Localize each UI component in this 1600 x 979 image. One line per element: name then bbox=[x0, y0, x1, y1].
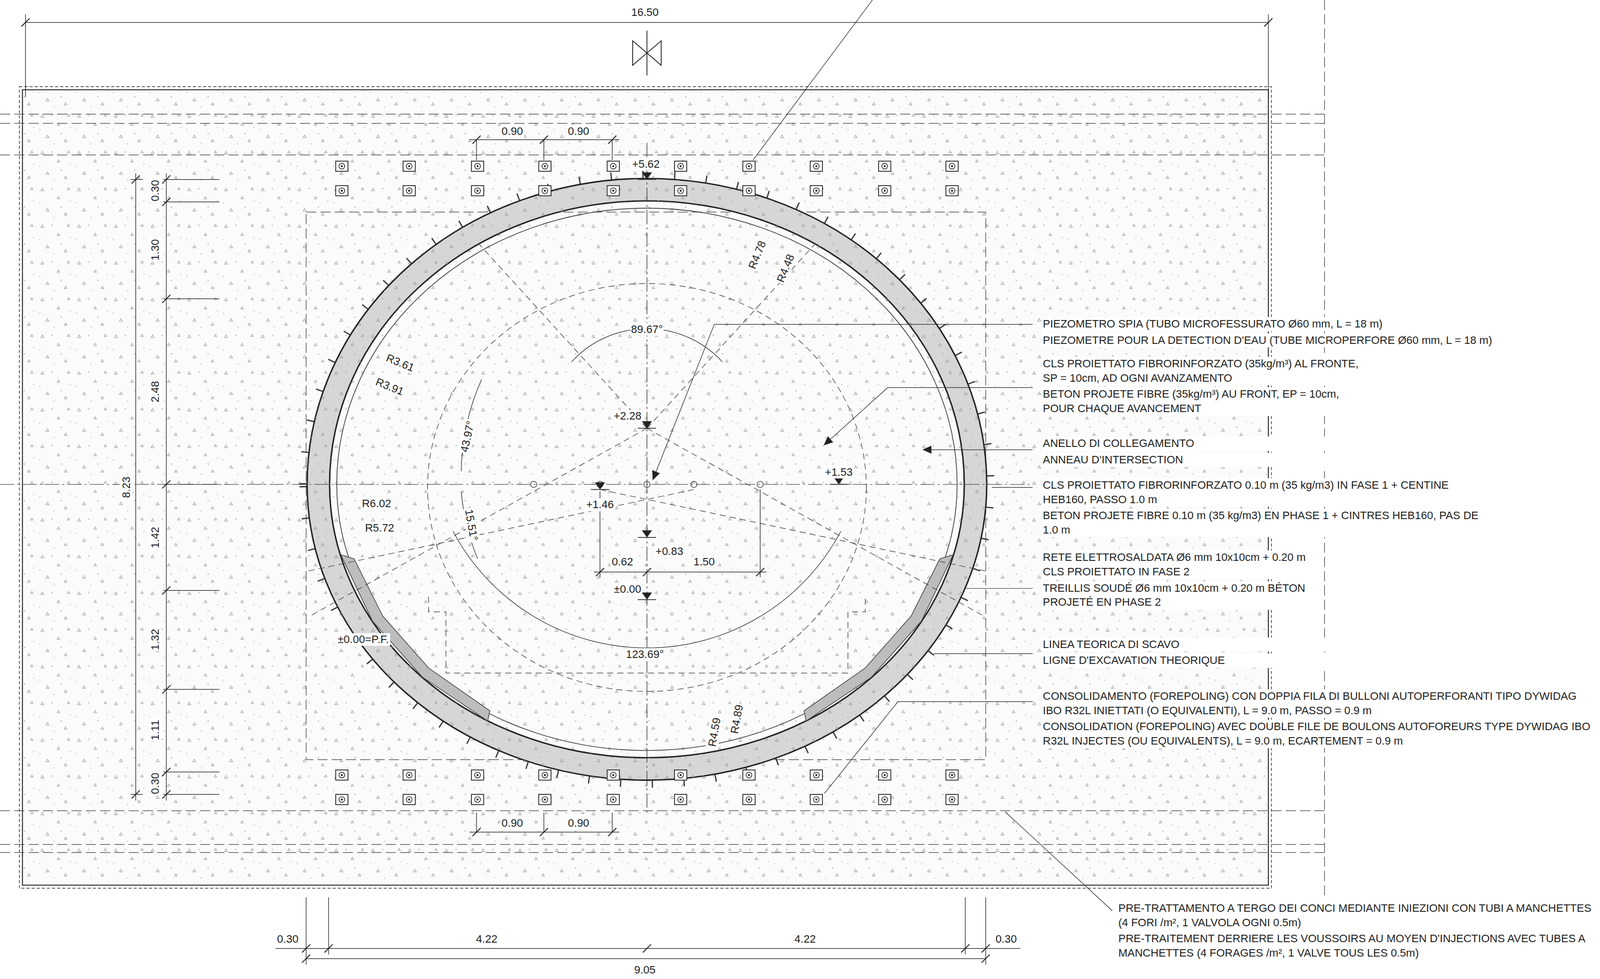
dimension-label: 0.30 bbox=[994, 932, 1019, 946]
dimension-label: R4.59 bbox=[705, 715, 724, 749]
dimension-label: R5.72 bbox=[363, 522, 396, 535]
dimension-label: 1.11 bbox=[148, 718, 162, 742]
note-text: BETON PROJETE FIBRE 0.10 m (35 kg/m3) EN… bbox=[1041, 508, 1483, 538]
dimension-label: +0.83 bbox=[654, 545, 685, 559]
dimension-label: +1.53 bbox=[823, 465, 854, 479]
note-text: PIEZOMETRE POUR LA DETECTION D'EAU (TUBE… bbox=[1041, 333, 1596, 348]
dimension-label: R3.91 bbox=[372, 374, 407, 399]
note-text: CONSOLIDATION (FOREPOLING) AVEC DOUBLE F… bbox=[1041, 719, 1596, 749]
dimension-label: 1.42 bbox=[148, 525, 162, 550]
dimension-label: 1.30 bbox=[148, 238, 162, 262]
dimension-label: 9.05 bbox=[633, 963, 657, 977]
dimension-label: 1.32 bbox=[148, 627, 162, 652]
dimension-label: 0.90 bbox=[567, 816, 591, 830]
dimension-label: R6.02 bbox=[360, 497, 393, 511]
dimension-label: R4.89 bbox=[727, 702, 746, 736]
dimension-label: 0.30 bbox=[148, 179, 162, 203]
note-text: CLS PROIETTATO FIBRORINFORZATO 0.10 m (3… bbox=[1041, 478, 1483, 507]
dimension-label: +5.62 bbox=[631, 157, 662, 171]
dimension-label: 4.22 bbox=[793, 932, 817, 946]
dimension-label: R4.48 bbox=[774, 251, 798, 286]
dimension-label: 8.23 bbox=[120, 475, 133, 500]
note-text: PRE-TRATTAMENTO A TERGO DEI CONCI MEDIAN… bbox=[1117, 901, 1594, 930]
dimension-label: R3.61 bbox=[383, 351, 418, 375]
dimension-label: R4.78 bbox=[745, 237, 769, 272]
dimension-label: 0.62 bbox=[610, 555, 635, 569]
note-text: CLS PROIETTATO FIBRORINFORZATO (35kg/m³)… bbox=[1041, 356, 1371, 386]
note-text: PIEZOMETRO SPIA (TUBO MICROFESSURATO Ø60… bbox=[1041, 317, 1596, 332]
dimension-label: 16.50 bbox=[630, 5, 660, 19]
note-text: ANNEAU D'INTERSECTION bbox=[1041, 453, 1351, 468]
dimension-label: +1.46 bbox=[584, 498, 615, 512]
dimension-label: 0.90 bbox=[500, 125, 525, 138]
dimension-label: ±0.00 bbox=[612, 583, 643, 596]
note-text: LIGNE D'EXCAVATION THEORIQUE bbox=[1041, 653, 1351, 669]
dimension-label: 123.69° bbox=[624, 648, 665, 662]
note-text: ANELLO DI COLLEGAMENTO bbox=[1041, 436, 1351, 452]
dimension-label: 2.48 bbox=[148, 379, 162, 404]
dimension-label: 0.90 bbox=[500, 816, 525, 830]
dimension-label: +2.28 bbox=[612, 409, 643, 423]
dimension-label: 4.22 bbox=[474, 932, 499, 946]
dimension-label: 0.30 bbox=[276, 932, 300, 946]
note-text: TREILLIS SOUDÉ Ø6 mm 10x10cm + 0.20 m BÉ… bbox=[1041, 581, 1312, 610]
note-text: LINEA TEORICA DI SCAVO bbox=[1041, 637, 1351, 653]
note-text: BETON PROJETE FIBRE (35kg/m³) AU FRONT, … bbox=[1041, 387, 1371, 416]
note-text: PRE-TRAITEMENT DERRIERE LES VOUSSOIRS AU… bbox=[1117, 931, 1594, 961]
dimension-label: 0.90 bbox=[567, 125, 591, 138]
dimension-label: 0.30 bbox=[148, 771, 162, 796]
dimension-label: 15.51° bbox=[462, 507, 481, 544]
dimension-label: 43.97° bbox=[457, 418, 477, 455]
dimension-label: 1.50 bbox=[692, 555, 716, 569]
note-text: CONSOLIDAMENTO (FOREPOLING) CON DOPPIA F… bbox=[1041, 689, 1596, 718]
dimension-label: ±0.00=P.F. bbox=[336, 633, 390, 646]
note-text: RETE ELETTROSALDATA Ø6 mm 10x10cm + 0.20… bbox=[1041, 550, 1312, 579]
dimension-label: 89.67° bbox=[630, 323, 665, 336]
